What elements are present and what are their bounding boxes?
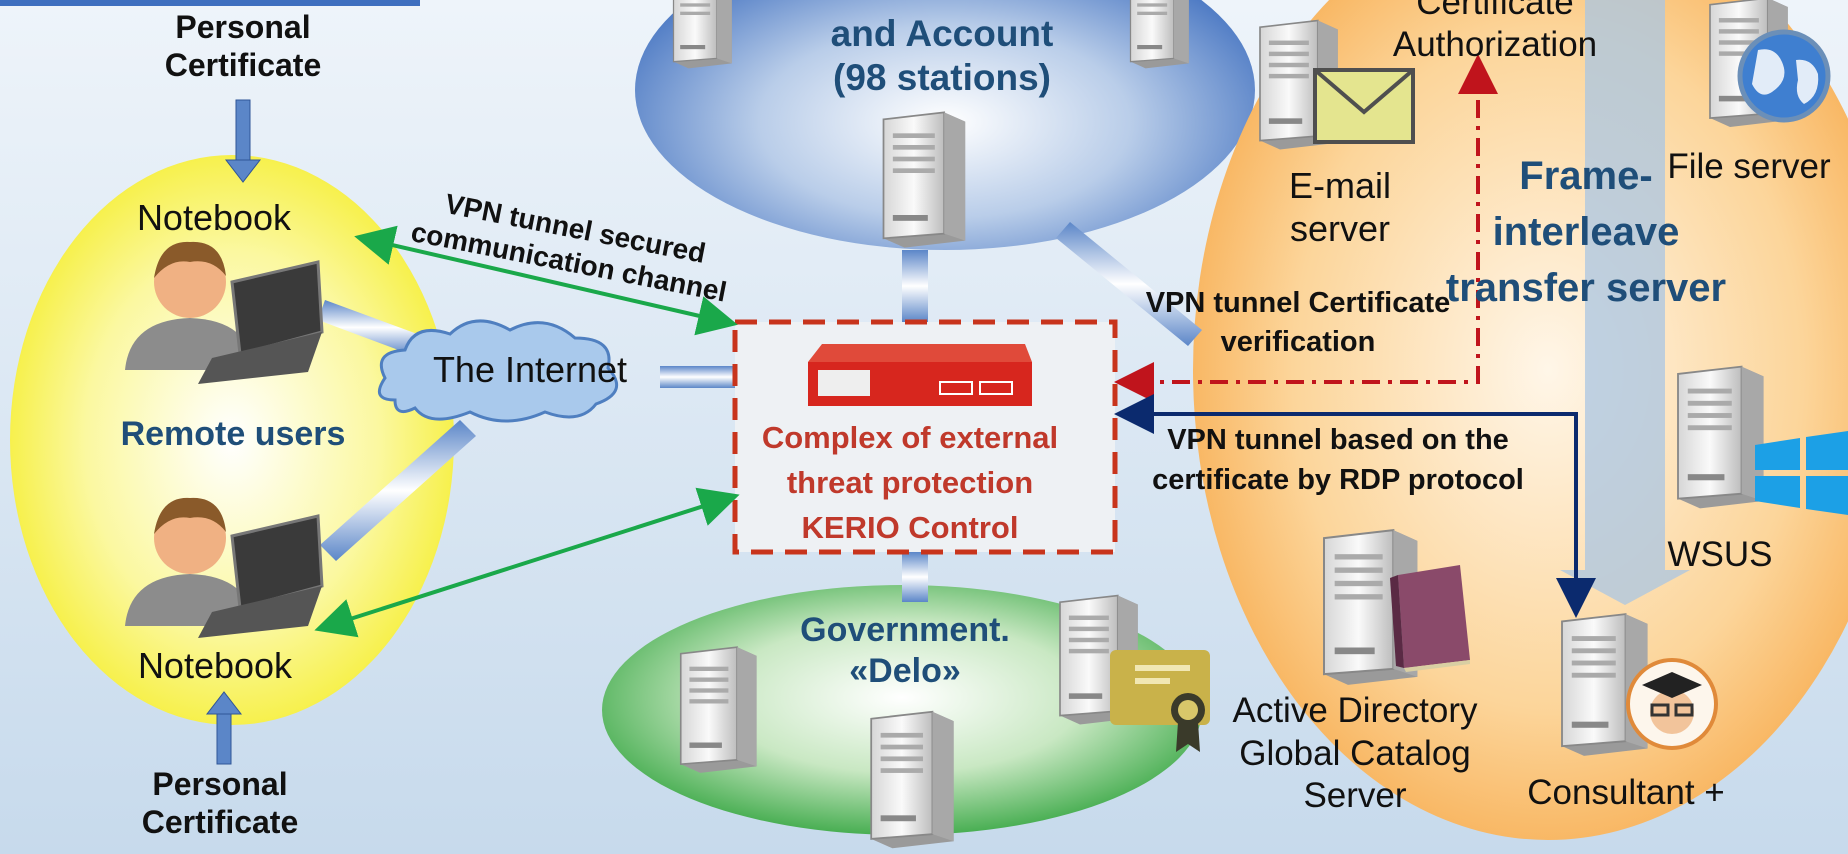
link-kerio-gov bbox=[902, 552, 928, 602]
laptop-icon bbox=[198, 260, 324, 384]
vpn-rdp-label: VPN tunnel based on the certificate by R… bbox=[1152, 424, 1524, 497]
server-icon bbox=[1129, 0, 1190, 70]
vpn-cert-verification-label: VPN tunnel Certificate verification bbox=[1145, 287, 1451, 359]
cloud-icon bbox=[377, 319, 619, 423]
remote-user-bottom bbox=[125, 497, 324, 638]
consultant-avatar-icon bbox=[1626, 658, 1718, 750]
vpn-arrow-bottom bbox=[314, 487, 740, 638]
personal-certificate-top-label: Personal Certificate bbox=[164, 9, 322, 84]
government-zone bbox=[602, 585, 1202, 835]
windows-logo-icon bbox=[1755, 431, 1848, 515]
server-icon bbox=[679, 646, 758, 774]
link-internet-kerio bbox=[660, 366, 745, 388]
personal-cert-arrow-top bbox=[224, 99, 262, 183]
active-directory-label: Active Directory Global Catalog Server bbox=[1232, 691, 1478, 816]
accounting-zone-title: and Account (98 stations) bbox=[830, 13, 1054, 99]
firewall-appliance-icon bbox=[808, 344, 1032, 406]
server-icon bbox=[1677, 365, 1765, 510]
server-icon bbox=[870, 710, 955, 850]
file-server-label: File server bbox=[1667, 147, 1831, 186]
server-icon bbox=[672, 0, 733, 70]
personal-certificate-bottom-label: Personal Certificate bbox=[141, 766, 299, 841]
notebook-bottom-label: Notebook bbox=[137, 645, 293, 686]
internet-label: The Internet bbox=[432, 349, 628, 390]
user-icon bbox=[125, 497, 255, 626]
globe-icon bbox=[1737, 29, 1831, 123]
kerio-control-label: Complex of external threat protection KE… bbox=[761, 420, 1059, 545]
certificate-icon bbox=[1110, 650, 1210, 752]
certificate-authorization-label: Certificate Authorization bbox=[1392, 0, 1598, 64]
book-icon bbox=[1390, 565, 1470, 672]
laptop-icon bbox=[198, 514, 324, 638]
notebook-top-label: Notebook bbox=[136, 197, 292, 238]
rdp-tunnel-arrow bbox=[1114, 394, 1596, 618]
remote-user-top bbox=[125, 241, 324, 384]
envelope-icon bbox=[1313, 68, 1415, 144]
corner-title-bar bbox=[0, 0, 420, 6]
cert-verification-arrow bbox=[1114, 53, 1498, 402]
frame-interleave-label: Frame- interleave transfer server bbox=[1445, 154, 1727, 310]
link-center-kerio bbox=[902, 250, 928, 322]
server-icon bbox=[882, 111, 967, 249]
personal-cert-arrow-bottom bbox=[205, 691, 243, 765]
wsus-label: WSUS bbox=[1667, 535, 1773, 574]
government-delo-label: Government. «Delo» bbox=[800, 611, 1010, 690]
consultant-label: Consultant + bbox=[1527, 773, 1725, 812]
email-server-label: E-mail server bbox=[1288, 165, 1391, 250]
vpn-arrow-top bbox=[354, 225, 738, 336]
remote-users-label: Remote users bbox=[120, 415, 346, 453]
